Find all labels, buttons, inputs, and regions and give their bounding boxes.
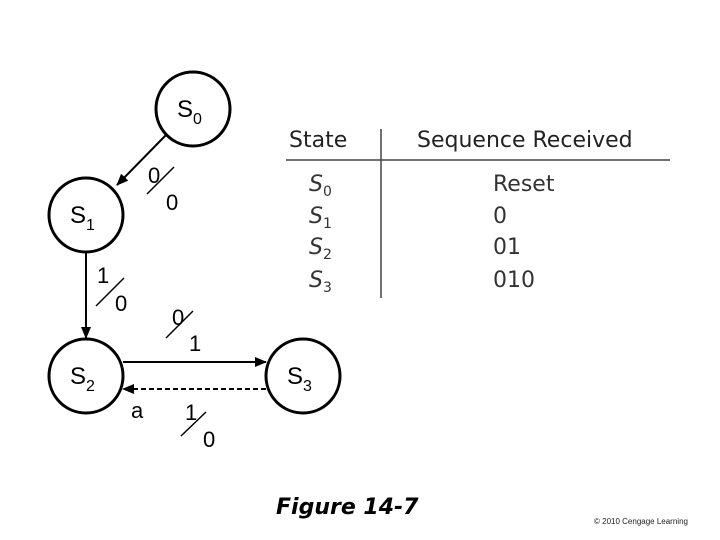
- transition-output: 1: [189, 331, 201, 356]
- table-row-sequence: 0: [493, 204, 507, 229]
- table-row-state: S2: [309, 235, 332, 263]
- transition-input: 0: [172, 305, 184, 330]
- table-header-sequence: Sequence Received: [417, 128, 633, 153]
- state-s1: S1: [47, 176, 125, 254]
- svg-text:S1: S1: [70, 202, 95, 234]
- table-row-state: S3: [309, 268, 332, 296]
- svg-text:S3: S3: [287, 363, 312, 395]
- transition-s2-s3: 0 1: [123, 305, 267, 367]
- transition-s0-s1: 0 0: [116, 134, 178, 215]
- transition-s1-s2: 1 0: [81, 252, 127, 339]
- transition-input: 1: [185, 400, 197, 425]
- transition-s3-s2: a 1 0: [122, 384, 266, 452]
- table-row-state: S1: [309, 204, 332, 232]
- table-row-sequence: Reset: [493, 172, 555, 197]
- transition-label-a: a: [131, 398, 144, 423]
- copyright-notice: © 2010 Cengage Learning: [594, 517, 688, 526]
- state-s3: S3: [264, 337, 342, 415]
- table-row-state: S0: [309, 172, 332, 200]
- table-row-sequence: 01: [493, 235, 521, 260]
- table-header-state: State: [289, 128, 348, 153]
- state-s0: S0: [154, 70, 232, 148]
- svg-text:S0: S0: [177, 96, 202, 128]
- figure-caption: Figure 14-7: [276, 495, 419, 520]
- transition-output: 0: [115, 291, 127, 316]
- svg-text:S2: S2: [70, 363, 95, 395]
- state-s2: S2: [47, 337, 125, 415]
- transition-input: 1: [97, 263, 109, 288]
- transition-output: 0: [203, 427, 215, 452]
- transition-output: 0: [166, 190, 178, 215]
- table-row-sequence: 010: [493, 268, 535, 293]
- transition-input: 0: [148, 163, 160, 188]
